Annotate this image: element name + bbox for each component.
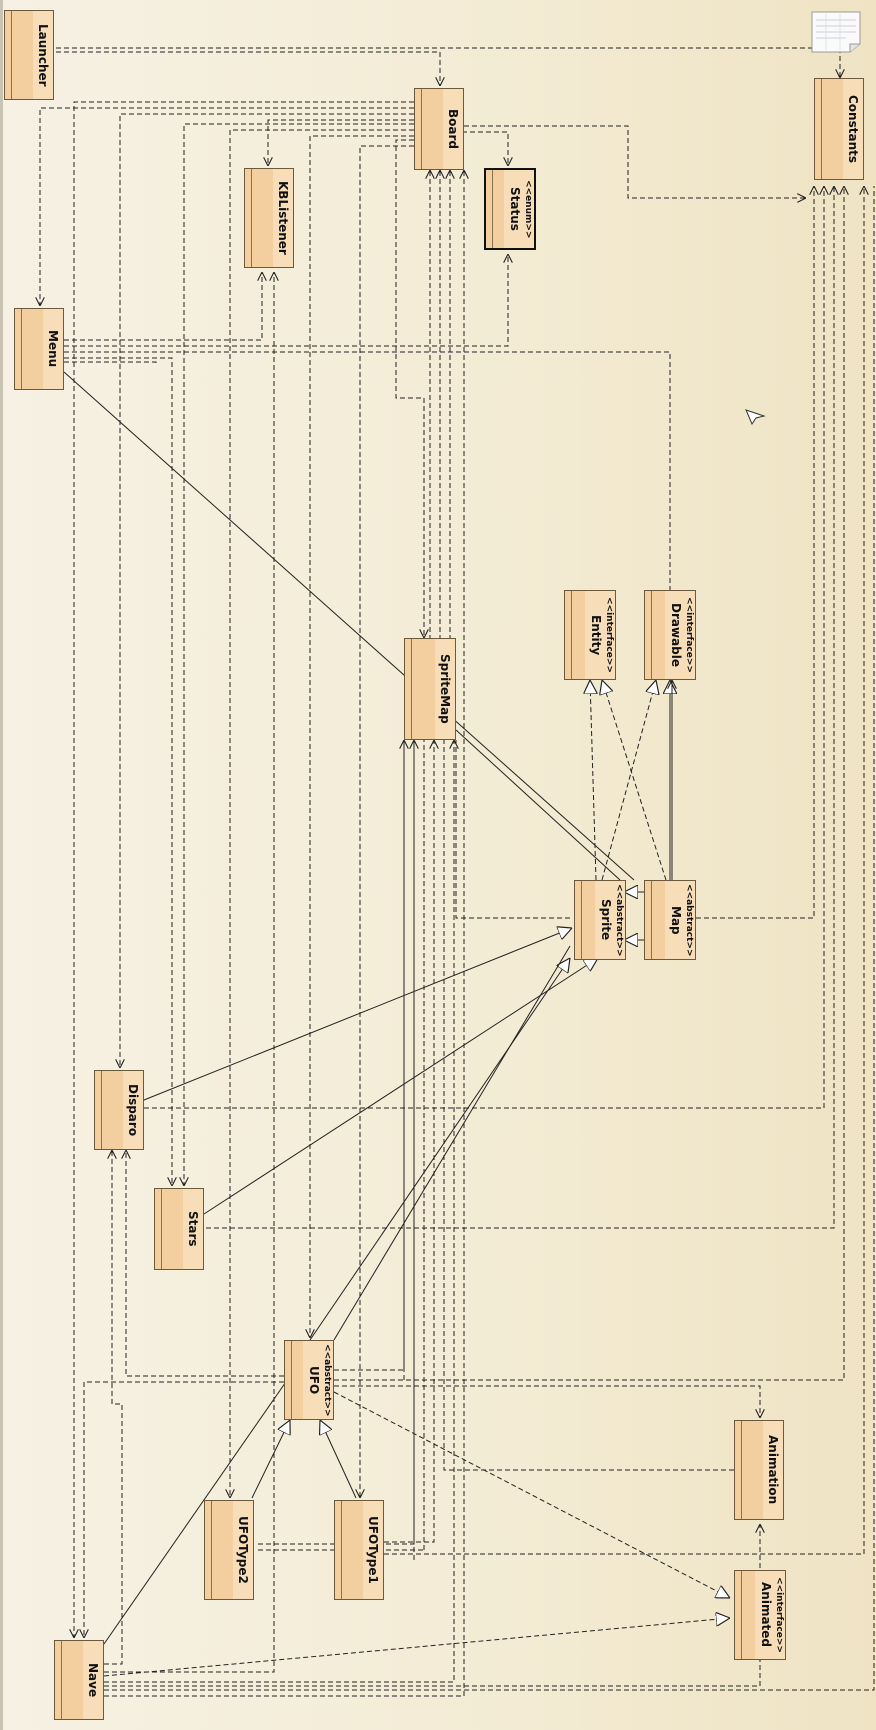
class-title: <<interface>> Drawable [664, 591, 695, 679]
class-animation[interactable]: Animation [734, 1420, 784, 1520]
association-lines [63, 371, 672, 1645]
class-name: Menu [42, 309, 63, 389]
class-body [415, 89, 443, 169]
class-launcher[interactable]: Launcher [4, 10, 54, 100]
class-body [486, 170, 504, 248]
class-ufotype1[interactable]: UFOType1 [334, 1500, 384, 1600]
class-sprite[interactable]: <<abstract>> Sprite [574, 880, 626, 960]
class-body [335, 1501, 363, 1599]
class-body [15, 309, 43, 389]
class-body [95, 1071, 123, 1149]
class-name: Sprite [599, 899, 613, 941]
class-name: Disparo [122, 1071, 143, 1149]
class-kblistener[interactable]: KBListener [244, 168, 294, 268]
class-disparo[interactable]: Disparo [94, 1070, 144, 1150]
class-status[interactable]: <<enum>> Status [484, 168, 536, 250]
class-board[interactable]: Board [414, 88, 464, 170]
class-body [735, 1421, 763, 1519]
class-name: SpriteMap [434, 639, 455, 739]
class-title: <<enum>> Status [503, 170, 534, 248]
class-name: Constants [842, 79, 863, 179]
class-ufotype2[interactable]: UFOType2 [204, 1500, 254, 1600]
class-name: KBListener [272, 169, 293, 267]
class-name: UFOType2 [232, 1501, 253, 1599]
class-stereotype: <<interface>> [774, 1577, 784, 1653]
class-body [155, 1189, 183, 1269]
class-title: <<abstract>> Sprite [594, 881, 625, 959]
class-name: Nave [82, 1641, 103, 1719]
class-menu[interactable]: Menu [14, 308, 64, 390]
class-body [55, 1641, 83, 1719]
class-body [285, 1341, 303, 1419]
class-body [405, 639, 435, 739]
class-spritemap[interactable]: SpriteMap [404, 638, 456, 740]
class-stereotype: <<interface>> [684, 597, 694, 673]
class-map[interactable]: <<abstract>> Map [644, 880, 696, 960]
class-entity[interactable]: <<interface>> Entity [564, 590, 616, 680]
class-name: Entity [589, 614, 603, 656]
class-stereotype: <<abstract>> [684, 883, 694, 957]
class-drawable[interactable]: <<interface>> Drawable [644, 590, 696, 680]
class-title: <<abstract>> UFO [302, 1341, 333, 1419]
class-name: Map [669, 905, 683, 935]
class-nave[interactable]: Nave [54, 1640, 104, 1720]
class-name: Launcher [32, 11, 53, 99]
window-left-edge [0, 0, 3, 1730]
class-name: Stars [182, 1189, 203, 1269]
note-icon[interactable] [810, 10, 862, 54]
class-body [645, 591, 665, 679]
class-body [815, 79, 843, 179]
class-stereotype: <<abstract>> [322, 1343, 332, 1417]
class-name: Animation [762, 1421, 783, 1519]
class-animated[interactable]: <<interface>> Animated [734, 1570, 786, 1660]
class-body [565, 591, 585, 679]
class-name: UFOType1 [362, 1501, 383, 1599]
class-name: Board [442, 89, 463, 169]
class-title: <<abstract>> Map [664, 881, 695, 959]
class-constants[interactable]: Constants [814, 78, 864, 180]
class-title: <<interface>> Entity [584, 591, 615, 679]
class-stereotype: <<abstract>> [614, 883, 624, 957]
class-title: <<interface>> Animated [754, 1571, 785, 1659]
class-body [245, 169, 273, 267]
class-stereotype: <<interface>> [604, 597, 614, 673]
class-stars[interactable]: Stars [154, 1188, 204, 1270]
class-name: UFO [307, 1365, 321, 1395]
class-body [645, 881, 665, 959]
class-name: Drawable [669, 602, 683, 667]
cursor-icon [745, 409, 766, 426]
class-body [5, 11, 33, 99]
class-body [205, 1501, 233, 1599]
class-body [575, 881, 595, 959]
class-name: Animated [759, 1582, 773, 1648]
dependency-lines [40, 47, 875, 1697]
class-stereotype: <<enum>> [523, 179, 533, 239]
class-ufo[interactable]: <<abstract>> UFO [284, 1340, 334, 1420]
class-name: Status [508, 187, 522, 231]
class-body [735, 1571, 755, 1659]
